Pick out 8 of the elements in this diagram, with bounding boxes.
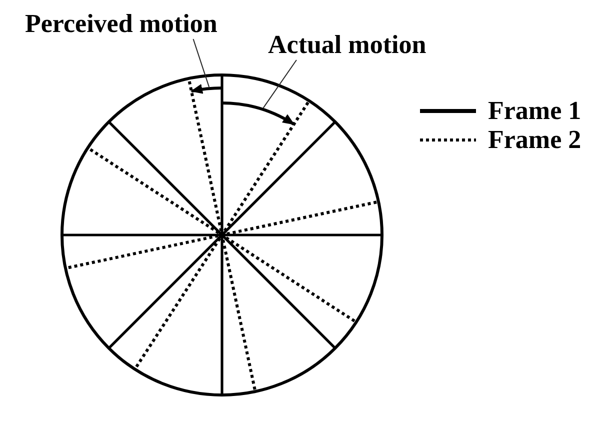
motion-label: Perceived motion	[25, 10, 218, 38]
motion-label: Actual motion	[268, 31, 426, 59]
legend-label: Frame 1	[488, 97, 582, 125]
leader-line	[192, 38, 210, 88]
leader-line	[262, 60, 297, 108]
curved-arrow	[190, 84, 222, 94]
curved-arrow	[222, 102, 295, 126]
legend-label: Frame 2	[488, 126, 582, 154]
